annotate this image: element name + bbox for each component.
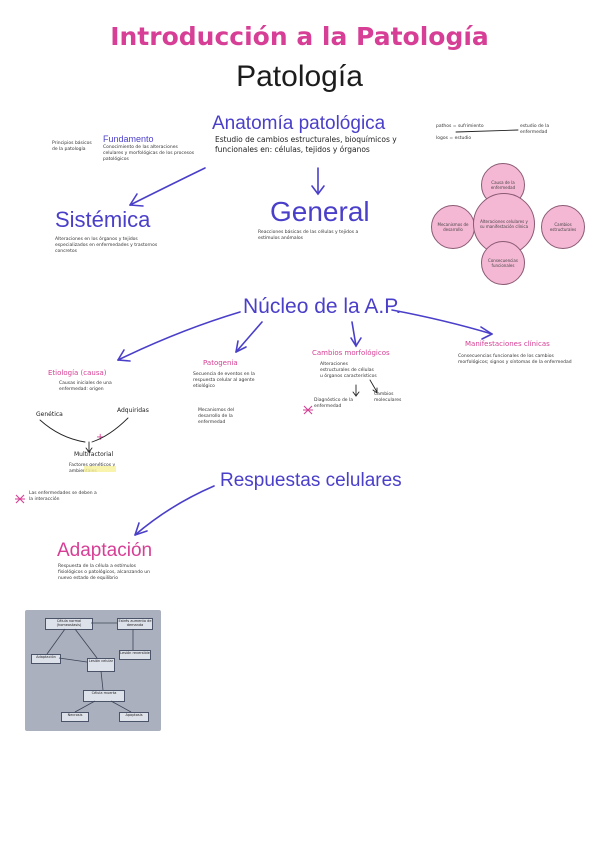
adaptacion-heading: Adaptación [57, 540, 153, 561]
diagram-photo: Célula normal (homeostasis) Estrés aumen… [25, 610, 161, 731]
photo-box-apoptosis: Apoptosis [119, 712, 149, 722]
photo-box-necrosis: Necrosis [61, 712, 89, 722]
etimologia-line1: pathos = sufrimiento [436, 124, 484, 129]
line-etimologia [455, 129, 519, 133]
arrow-to-sistemica [129, 167, 206, 206]
nucleo-heading: Núcleo de la A.P. [243, 295, 402, 318]
etiologia-plus: + [96, 432, 105, 443]
page-title: Introducción a la Patología [110, 22, 489, 51]
line-genetica [39, 419, 86, 443]
anatomia-heading: Anatomía patológica [212, 113, 386, 134]
etiologia-note: Factores genéticos y ambientales [69, 463, 116, 474]
highlight-mark [84, 466, 116, 472]
fundamento-side-notes: Principios básicos de la patología [52, 141, 92, 152]
etiologia-text: Causas iniciales de una enfermedad: orig… [59, 381, 112, 392]
photo-box-estres: Estrés aumento de demanda [117, 618, 153, 630]
general-heading: General [270, 196, 370, 227]
cambios-side: Cambios moleculares [374, 392, 402, 403]
etiologia-genetica: Genética [36, 411, 63, 418]
circle-bottom: Consecuencias funcionales [481, 241, 525, 285]
patogenia-text: Secuencia de eventos en la respuesta cel… [193, 372, 255, 389]
sistemica-heading: Sistémica [55, 207, 151, 232]
asterisk-cambios [303, 405, 313, 415]
manifestaciones-text: Consecuencias funcionales de los cambios… [458, 354, 572, 365]
asterisk-left [15, 494, 25, 504]
adaptacion-text: Respuesta de la célula a estímulos fisio… [58, 564, 150, 581]
etimologia-result: estudio de la enfermedad [520, 124, 550, 135]
anatomia-description: Estudio de cambios estructurales, bioquí… [215, 135, 397, 154]
interaccion-note: Las enfermedades se deben a la interacci… [29, 491, 97, 502]
cambios-note: Diagnóstico de la enfermedad [314, 398, 354, 409]
cambios-text: Alteraciones estructurales de células u … [320, 362, 377, 379]
etiologia-heading: Etiología (causa) [48, 369, 107, 377]
etiologia-multifactorial: Multifactorial [74, 451, 114, 458]
respuestas-heading: Respuestas celulares [220, 470, 402, 491]
photo-box-reversible: Lesión reversible [119, 650, 151, 660]
arrow-to-cambios [351, 321, 357, 347]
arrow-to-manifestaciones [391, 309, 493, 335]
photo-box-normal: Célula normal (homeostasis) [45, 618, 93, 630]
patogenia-heading: Patogenia [203, 359, 238, 367]
circle-right: Cambios estructurales [541, 205, 585, 249]
patogenia-note: Mecanismos del desarrollo de la enfermed… [198, 408, 235, 425]
arrow-to-adaptacion [134, 485, 215, 536]
page-subtitle: Patología [236, 60, 363, 93]
arrow-to-etiologia [117, 311, 241, 361]
fundamento-heading: Fundamento [103, 134, 154, 144]
etimologia-line2: logos = estudio [436, 136, 472, 141]
manifestaciones-heading: Manifestaciones clínicas [465, 340, 550, 348]
line-adquirida [91, 417, 129, 443]
photo-box-muerta: Célula muerta [83, 690, 125, 702]
photo-box-adaptacion: Adaptación [31, 654, 61, 664]
arrow-to-patogenia [235, 321, 263, 353]
etiologia-adquirida: Adquiridas [117, 407, 149, 414]
cambios-heading: Cambios morfológicos [312, 349, 390, 357]
sistemica-text: Alteraciones en los órganos y tejidos es… [55, 237, 158, 254]
photo-connectors [46, 622, 134, 713]
general-text: Reacciones básicas de las células y teji… [258, 230, 359, 241]
fundamento-text: Conocimiento de las alteraciones celular… [103, 145, 195, 162]
